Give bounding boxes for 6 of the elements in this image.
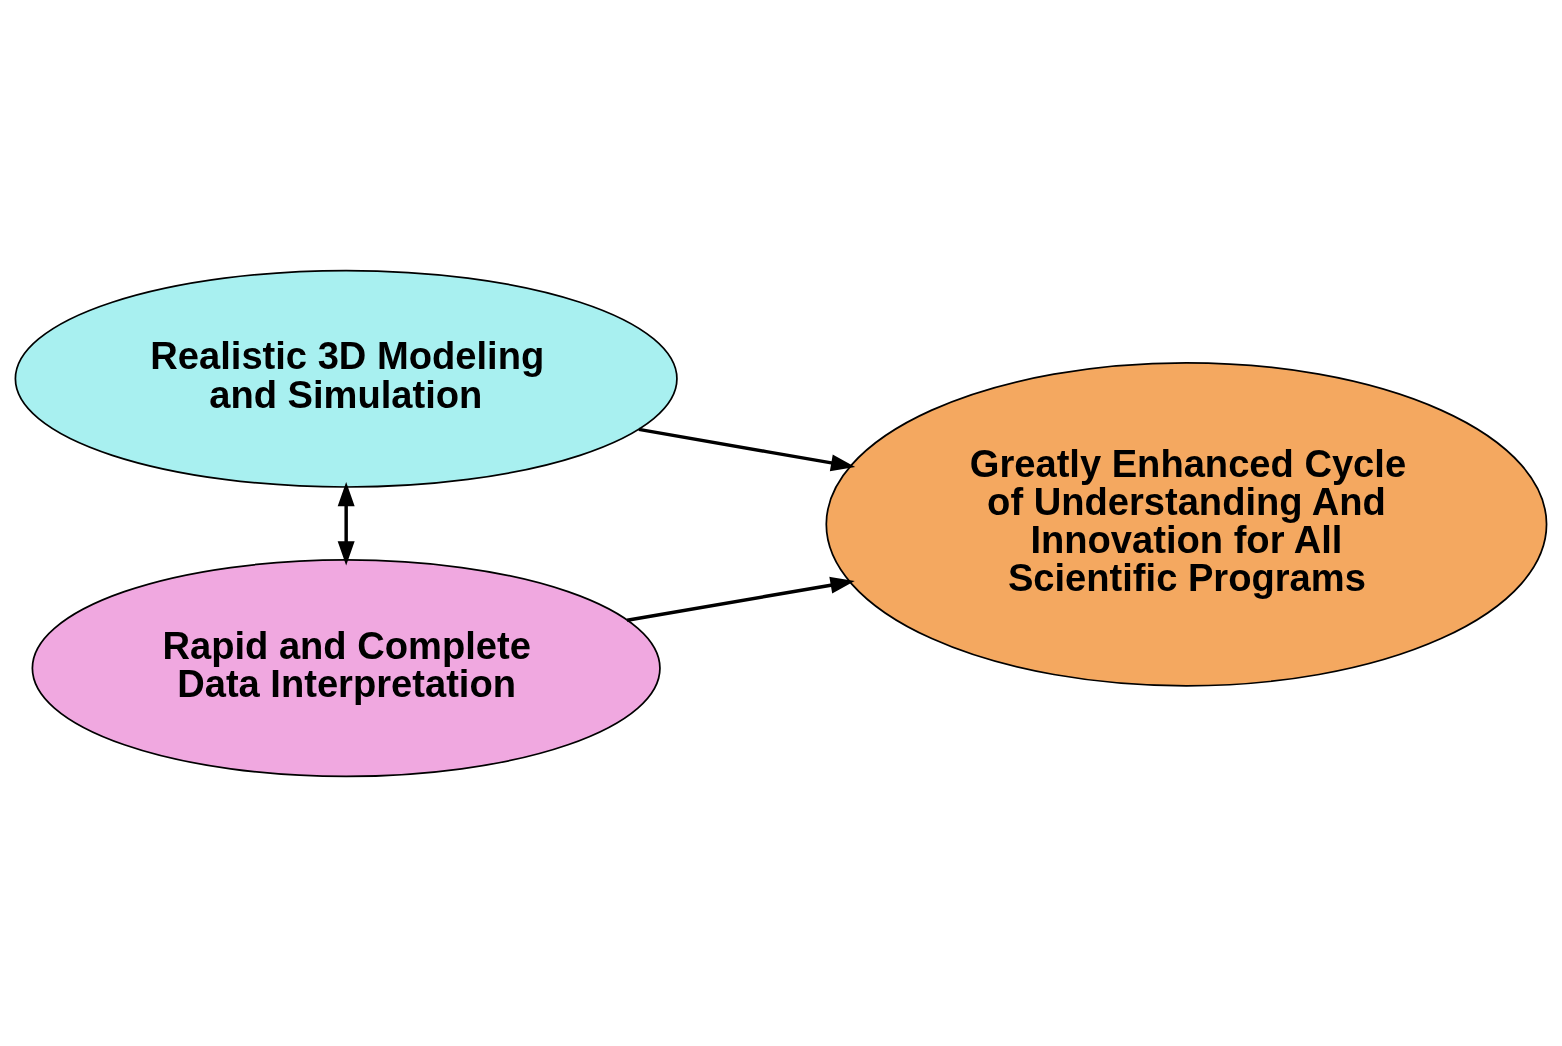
node-ellipse: Rapid and Complete Data Interpretation [31, 558, 661, 777]
node-ellipse: Realistic 3D Modeling and Simulation [14, 269, 678, 488]
arrow [337, 481, 355, 565]
node-ellipse: Greatly Enhanced Cycle of Understanding And Innovation for All Scientific Programs [825, 361, 1548, 687]
arrow [638, 427, 856, 471]
arrow [626, 576, 855, 622]
